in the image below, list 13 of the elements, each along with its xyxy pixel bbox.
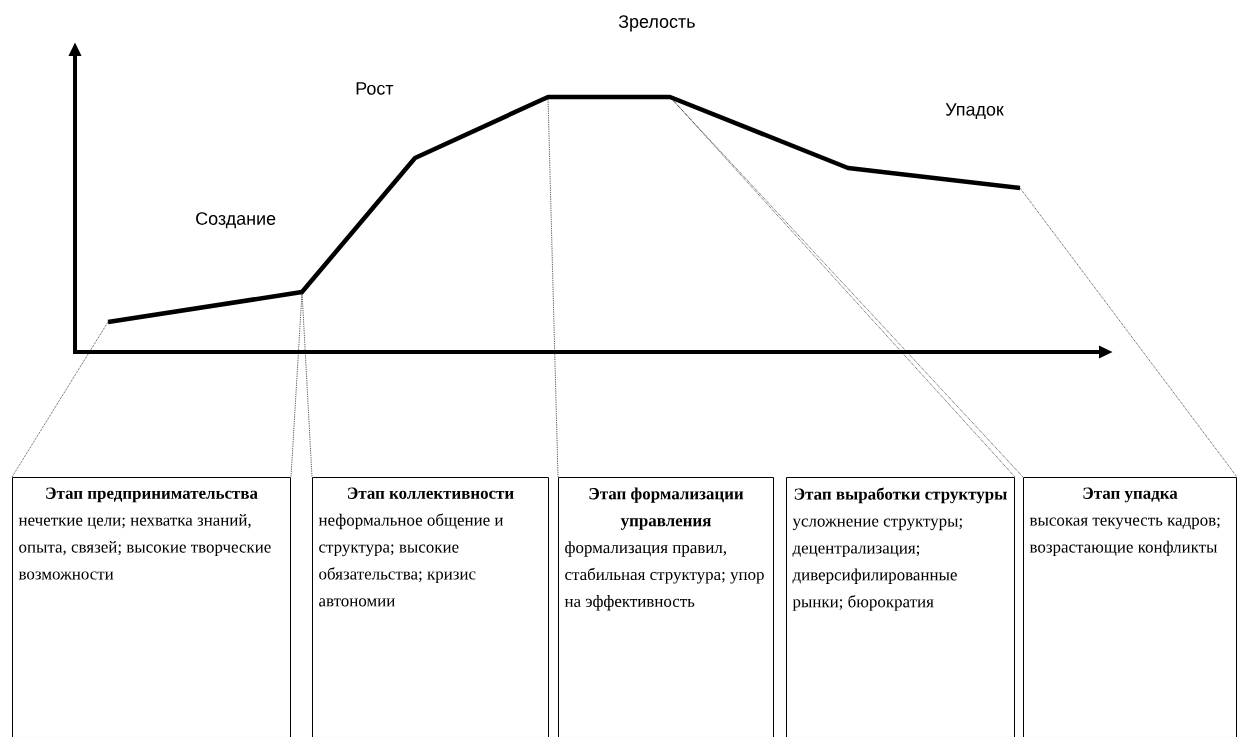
stage-label: Зрелость <box>618 15 695 32</box>
projection-line <box>547 96 559 478</box>
stage-label: Рост <box>356 82 394 95</box>
stage-box: Этап упадка высокая текучесть кадров; возрастающие конфликты <box>1023 477 1237 737</box>
stage-box: Этап формализации управления формализация правил, стабильная структура; упор на эффективность <box>558 477 774 737</box>
stage-box: Этап коллективности неформальное общение и структура; высокие обязательства; кризис автономии <box>312 477 549 737</box>
projection-line <box>11 321 109 478</box>
stage-label: Создание <box>196 212 276 229</box>
stage-label: Упадок <box>945 103 1004 120</box>
stage-box: Этап предпринимательства нечеткие цели; нехватка знаний, опыта, связей; высокие творческие возможности <box>12 477 291 737</box>
stage-box: Этап выработки структуры усложнение структуры; децентрализация; диверсифилированные рынки; бюрократия <box>786 477 1015 737</box>
projection-line <box>301 291 313 478</box>
projection-line <box>1019 187 1237 478</box>
